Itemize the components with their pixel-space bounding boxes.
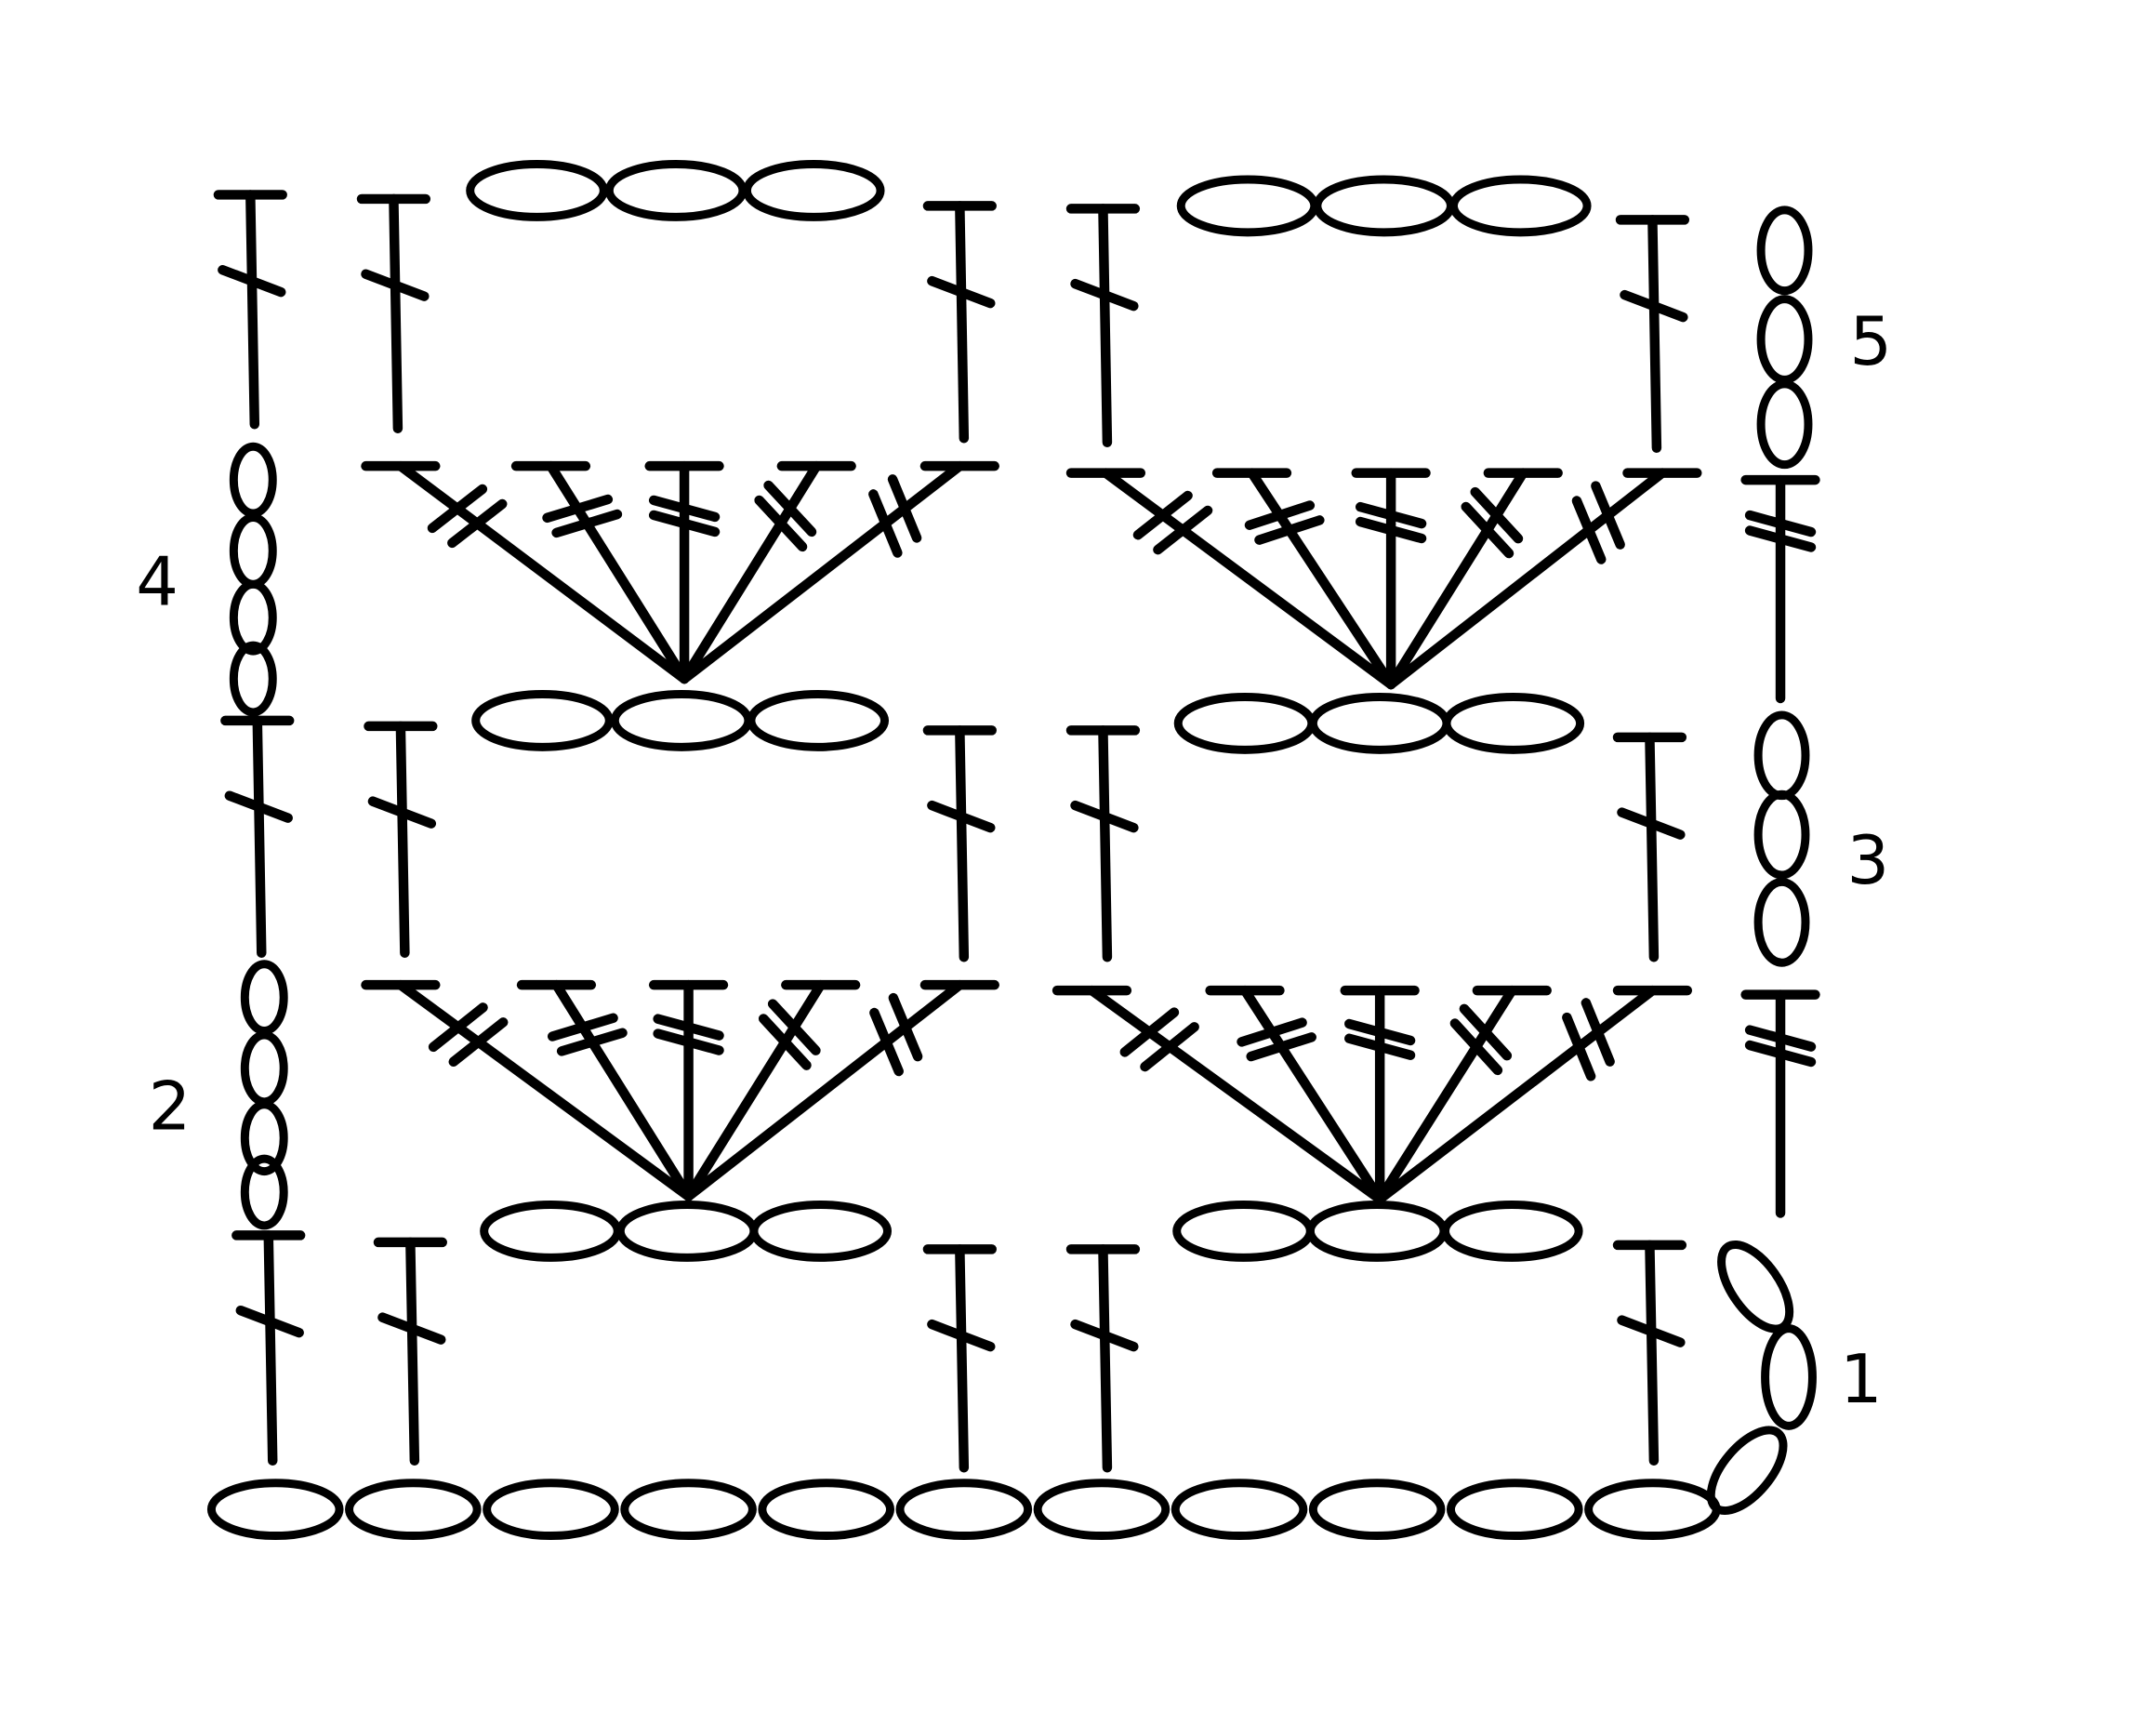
treble-crochet-icon <box>679 460 856 684</box>
double-crochet-icon <box>1612 1240 1687 1466</box>
chain-stitch-icon <box>1584 1479 1721 1541</box>
chain-stitch-icon <box>742 160 885 221</box>
chain-stitch-icon <box>1176 175 1319 237</box>
chain-stitch-icon <box>229 579 277 656</box>
chain-stitch-icon <box>1753 790 1810 880</box>
chain-stitch-icon <box>1308 1479 1446 1541</box>
chain-stitch-icon <box>206 1479 344 1541</box>
chain-stitch-icon <box>240 1154 288 1230</box>
chain-stitch-icon <box>1756 206 1813 296</box>
treble-crochet-icon <box>648 979 729 1201</box>
chain-stitch-icon <box>1308 692 1451 754</box>
chain-stitch-icon <box>229 641 277 717</box>
treble-crochet-icon <box>1205 985 1385 1204</box>
treble-crochet-icon <box>683 979 861 1201</box>
treble-crochet-icon <box>361 460 690 684</box>
treble-crochet-icon <box>1385 468 1563 690</box>
chain-stitch-icon <box>240 1100 288 1176</box>
chain-stitch-icon <box>1446 1479 1583 1541</box>
double-crochet-icon <box>220 715 295 958</box>
double-crochet-icon <box>922 1244 997 1473</box>
double-crochet-icon <box>356 193 431 433</box>
chain-stitches <box>206 160 1817 1541</box>
chain-stitch-icon <box>466 160 608 221</box>
treble-crochet-icon <box>1340 985 1420 1204</box>
chain-stitch-icon <box>1033 1479 1171 1541</box>
chain-stitch-icon <box>1171 1479 1308 1541</box>
double-crochet-icon <box>231 1230 306 1466</box>
treble-crochet-icon <box>644 460 724 684</box>
treble-crochet-icon <box>683 979 999 1201</box>
double-crochet-icon <box>1615 215 1690 453</box>
chain-stitch-icon <box>1761 1324 1817 1430</box>
chain-stitch-icon <box>1172 1201 1315 1262</box>
row-label: 5 <box>1849 302 1892 380</box>
dc-stitches <box>213 190 1690 1473</box>
chain-stitch-icon <box>758 1479 895 1541</box>
double-crochet-icon <box>1612 732 1687 962</box>
chain-stitch-icon <box>229 442 277 518</box>
chain-stitch-icon <box>620 1479 757 1541</box>
chain-stitch-icon <box>1706 1426 1788 1516</box>
treble-crochet-icon <box>1211 468 1396 690</box>
treble-crochet-icon <box>510 460 690 684</box>
treble-fans <box>361 460 1820 1218</box>
chain-stitch-icon <box>1313 175 1455 237</box>
chain-stitch-icon <box>1442 692 1585 754</box>
chain-stitch-icon <box>895 1479 1033 1541</box>
chain-stitch-icon <box>480 1201 622 1262</box>
chain-stitch-icon <box>1173 692 1316 754</box>
treble-crochet-icon <box>516 979 694 1201</box>
chain-stitch-icon <box>747 690 890 751</box>
treble-crochet-icon <box>1740 474 1820 704</box>
double-crochet-icon <box>1065 725 1141 962</box>
double-crochet-icon <box>364 721 438 958</box>
chain-stitch-icon <box>610 690 753 751</box>
treble-crochet-icon <box>679 460 999 684</box>
fan-cluster <box>1052 985 1693 1204</box>
fan-cluster <box>361 979 999 1201</box>
chain-stitch-icon <box>1756 295 1813 384</box>
chain-stitch-icon <box>1440 1201 1583 1262</box>
chain-stitch-icon <box>1753 877 1810 967</box>
treble-crochet-icon <box>1374 985 1693 1204</box>
double-crochet-icon <box>213 190 287 430</box>
row-label: 2 <box>149 1068 192 1146</box>
chain-stitch-icon <box>240 960 288 1035</box>
row-label: 3 <box>1846 821 1889 899</box>
chain-stitch-icon <box>240 1030 288 1107</box>
treble-crochet-icon <box>361 979 694 1201</box>
treble-crochet-icon <box>1740 989 1820 1218</box>
double-crochet-icon <box>1065 204 1141 447</box>
treble-crochet-icon <box>1374 985 1552 1204</box>
chain-stitch-icon <box>483 1479 619 1541</box>
treble-crochet-icon <box>1052 985 1385 1204</box>
chain-stitch-icon <box>229 513 277 589</box>
chain-stitch-icon <box>1756 379 1813 470</box>
chain-stitch-icon <box>615 1201 759 1262</box>
row-label: 4 <box>136 543 179 621</box>
double-crochet-icon <box>373 1237 448 1466</box>
fan-cluster <box>361 460 999 684</box>
row-label: 1 <box>1840 1340 1883 1418</box>
chain-stitch-icon <box>749 1201 893 1262</box>
double-crochet-icon <box>922 201 997 444</box>
row-labels: 1 2 3 4 5 <box>136 302 1892 1418</box>
treble-crochet-icon <box>1065 468 1396 690</box>
double-crochet-icon <box>922 725 997 962</box>
treble-crochet-icon <box>1385 468 1702 690</box>
double-crochet-icon <box>1065 1244 1141 1473</box>
chain-stitch-icon <box>1753 710 1810 801</box>
chain-stitch-icon <box>345 1479 482 1541</box>
fan-cluster <box>1065 468 1702 690</box>
treble-crochet-icon <box>1351 468 1431 690</box>
chain-stitch-icon <box>471 690 614 751</box>
chain-stitch-icon <box>1448 175 1592 237</box>
chain-stitch-icon <box>604 160 747 221</box>
chain-stitch-icon <box>1717 1240 1794 1334</box>
chain-stitch-icon <box>1305 1201 1448 1262</box>
